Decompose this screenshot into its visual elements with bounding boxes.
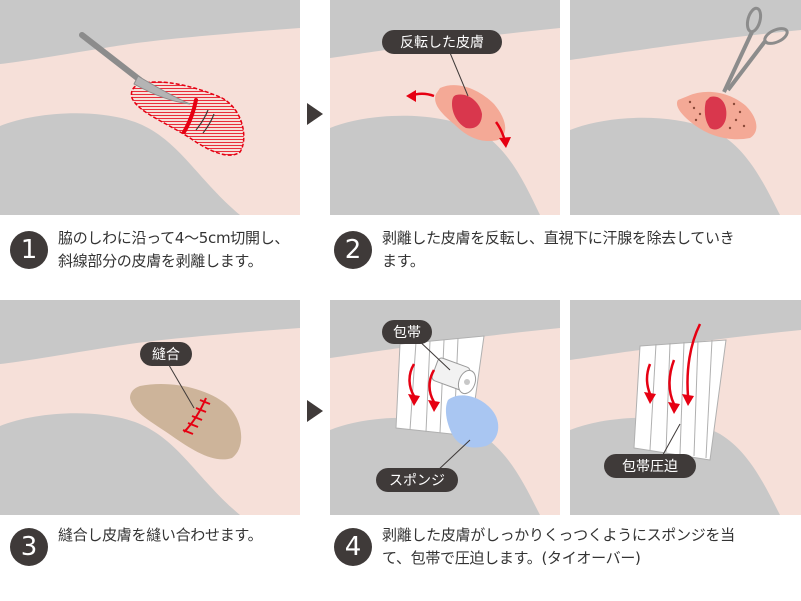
step-number-2: 2 (334, 231, 372, 269)
label-badge (140, 342, 192, 366)
step-4-line2: て、包帯で圧迫します。(タイオーバー) (382, 549, 641, 567)
hatched-skin-area (130, 81, 245, 156)
incision-line (182, 98, 198, 134)
step-2-text: 剥離した皮膚を反転し、直視下に汗腺を除去していき ます。 (382, 227, 797, 273)
label-bandage-compression: 包帯圧迫 (622, 459, 678, 475)
step-2-line2: ます。 (382, 252, 425, 270)
label-bandage: 包帯 (393, 325, 421, 341)
step-1-text: 脇のしわに沿って4〜5cm切開し、 斜線部分の皮膚を剥離します。 (58, 227, 303, 273)
label-badge (604, 454, 696, 478)
step-4-line1: 剥離した皮膚がしっかりくっつくようにスポンジを当 (382, 526, 735, 544)
step-3-text: 縫合し皮膚を縫い合わせます。 (58, 524, 303, 547)
step-arrow-icon (307, 400, 323, 426)
panel-step4-bandage-sponge: 包帯 スポンジ (330, 300, 560, 515)
step-number-1: 1 (10, 231, 48, 269)
bandage-roll (431, 357, 477, 395)
step-arrow-icon (307, 103, 323, 129)
scissors-icon (722, 6, 789, 93)
step-number-3: 3 (10, 528, 48, 566)
label-badge (382, 320, 432, 344)
panel-step1-incision (0, 0, 300, 215)
label-flipped-skin: 反転した皮膚 (400, 35, 484, 51)
panel-step3-suture: 縫合 (0, 300, 300, 515)
step-4-text: 剥離した皮膚がしっかりくっつくようにスポンジを当 て、包帯で圧迫します。(タイオ… (382, 524, 797, 570)
label-badge (382, 30, 502, 54)
label-badge (376, 468, 458, 492)
bandage-compression-wrap (633, 339, 727, 461)
sponge (445, 395, 499, 448)
sutured-skin-area (130, 384, 242, 460)
label-sponge: スポンジ (389, 473, 445, 489)
step-2-line1: 剥離した皮膚を反転し、直視下に汗腺を除去していき (382, 229, 735, 247)
step-1-line1: 脇のしわに沿って4〜5cm切開し、 (58, 229, 290, 247)
panel-step2-sweat-gland-removal (570, 0, 801, 215)
step-3-line1: 縫合し皮膚を縫い合わせます。 (58, 526, 263, 544)
scalpel-icon (79, 32, 191, 105)
panel-step2-flipped-skin: 反転した皮膚 (330, 0, 560, 215)
label-suture: 縫合 (152, 347, 180, 363)
step-number-4: 4 (334, 528, 372, 566)
step-1-line2: 斜線部分の皮膚を剥離します。 (58, 252, 263, 270)
panel-step4-bandage-compression: 包帯圧迫 (570, 300, 801, 515)
